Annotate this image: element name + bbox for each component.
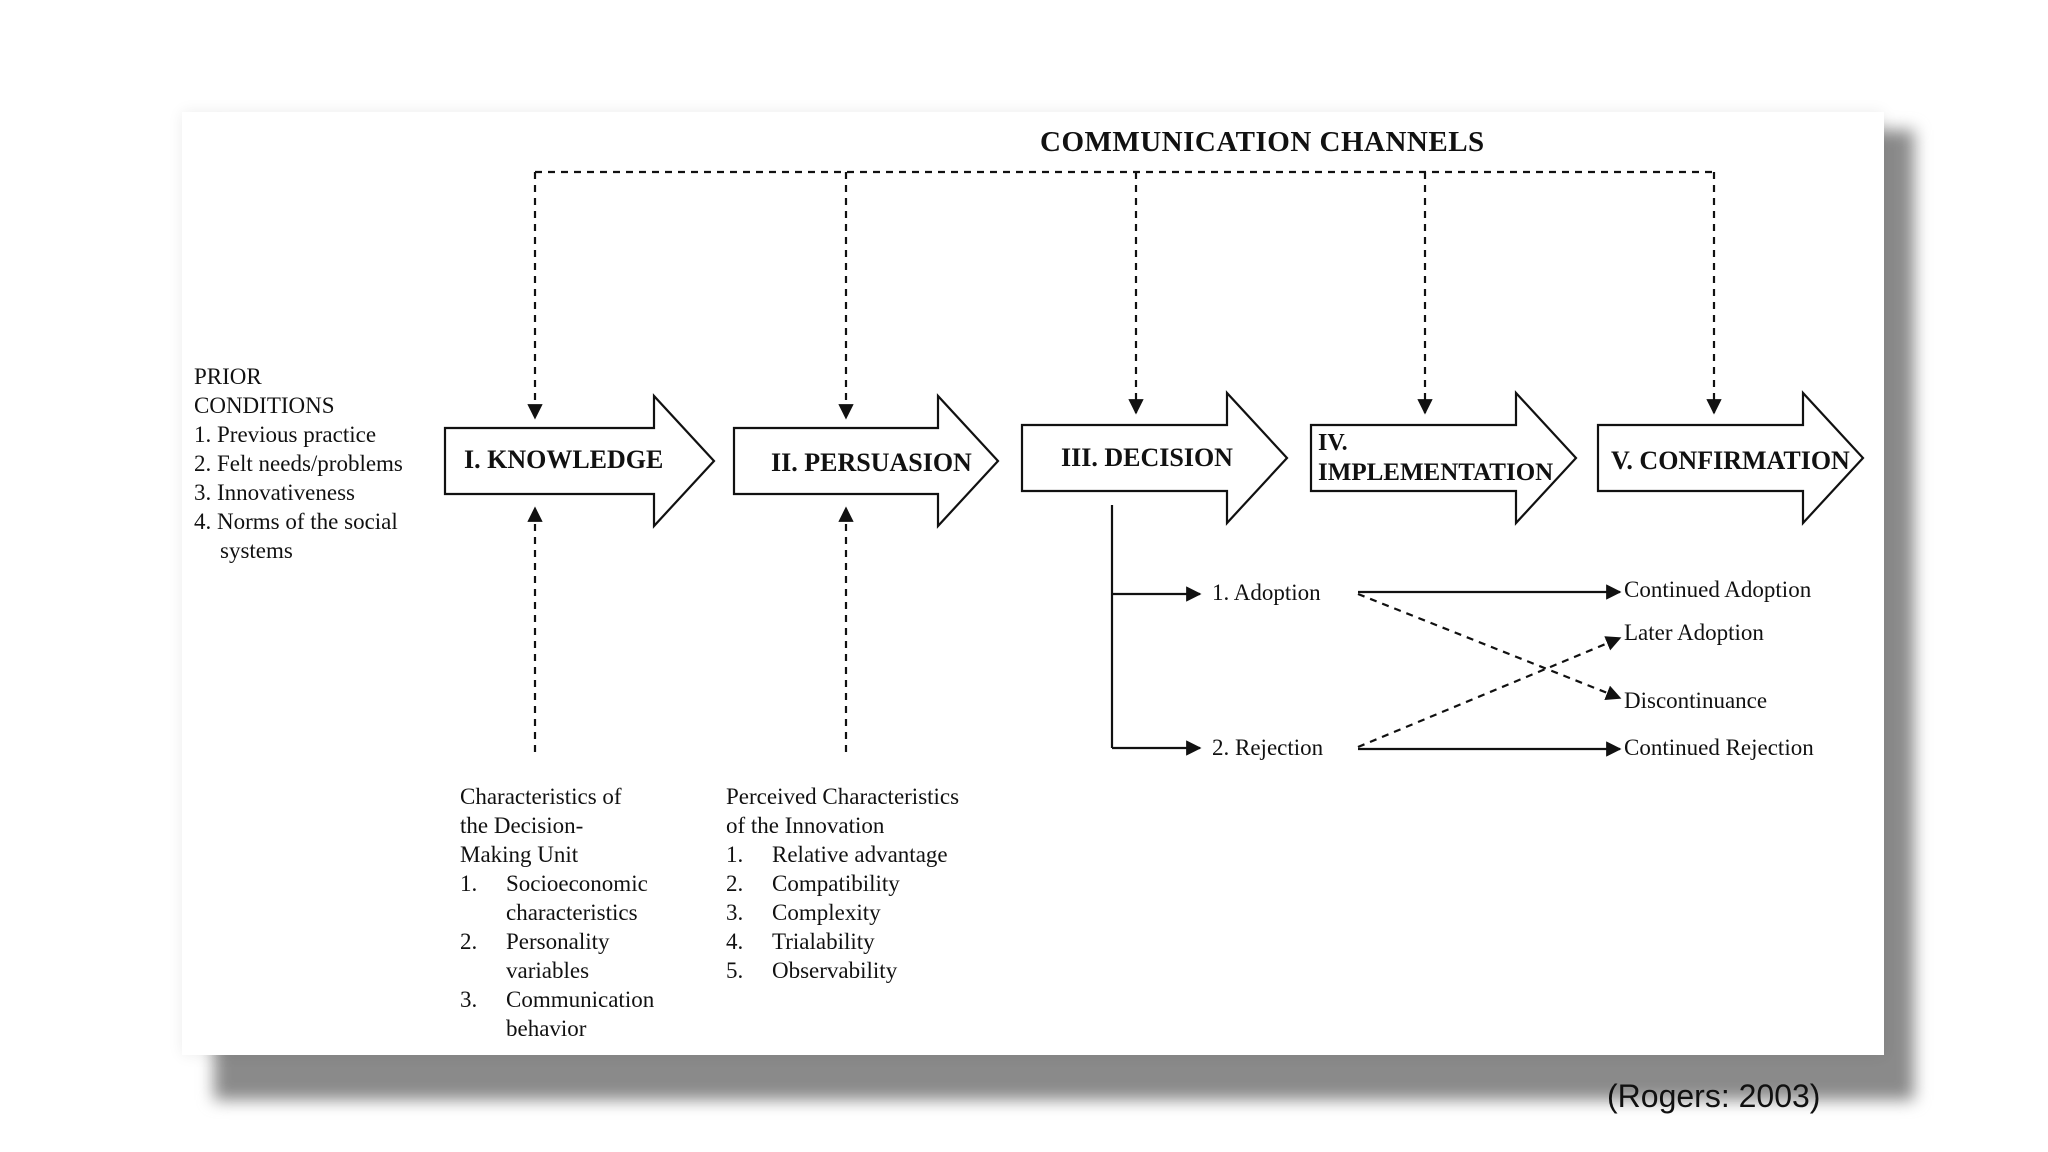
list-item-number: 1. <box>460 871 478 896</box>
list-item-number: 2. <box>460 929 478 954</box>
innovation-characteristics: Perceived Characteristics of the Innovat… <box>726 782 959 985</box>
adoption-label: 1. Adoption <box>1212 580 1321 605</box>
communication-channels-lines <box>527 170 1722 420</box>
rejection-label: 2. Rejection <box>1212 735 1324 760</box>
list-item-text: Observability <box>772 958 898 983</box>
stage-arrow-decision <box>1020 390 1289 526</box>
communication-channels-title: COMMUNICATION CHANNELS <box>1040 126 1485 158</box>
list-item-text: Complexity <box>772 900 881 925</box>
decision-unit-heading: Making Unit <box>460 842 579 867</box>
citation: (Rogers: 2003) <box>1607 1078 1821 1114</box>
list-item-text: Communication behavior <box>506 987 655 1041</box>
stage-arrow-implementation <box>1309 390 1578 526</box>
list-item: 2. Compatibility <box>726 869 959 898</box>
decision-unit-heading: Characteristics of <box>460 784 622 809</box>
list-item: 1. Relative advantage <box>726 840 959 869</box>
stage-label-decision: III. DECISION <box>1061 443 1233 472</box>
stage-arrow-knowledge <box>443 393 716 529</box>
later-adoption-label: Later Adoption <box>1624 620 1764 645</box>
list-item: 3. Complexity <box>726 898 959 927</box>
list-item-text: Trialability <box>772 929 875 954</box>
prior-condition-item: 1. Previous practice <box>194 422 377 447</box>
list-item-number: 1. <box>726 842 744 867</box>
list-item-text: Personality variables <box>506 929 610 983</box>
innovation-heading: of the Innovation <box>726 813 885 838</box>
stage-arrow-confirmation <box>1596 390 1865 526</box>
later-adoption-arrow <box>1357 636 1622 749</box>
list-item-text: Socioeconomic characteristics <box>506 871 648 925</box>
prior-condition-item-cont: systems <box>220 538 293 563</box>
prior-condition-item: 3. Innovativeness <box>194 480 355 505</box>
list-item: 4. Trialability <box>726 927 959 956</box>
list-item-number: 4. <box>726 929 744 954</box>
list-item-number: 3. <box>460 987 478 1012</box>
stage-label-implementation-num: IV. <box>1318 430 1348 456</box>
stage-label-knowledge: I. KNOWLEDGE <box>464 445 664 474</box>
decision-unit-heading: the Decision- <box>460 813 584 838</box>
discontinuance-arrow <box>1357 592 1622 701</box>
stage-label-confirmation: V. CONFIRMATION <box>1611 446 1850 475</box>
list-item-number: 2. <box>726 871 744 896</box>
list-item-number: 3. <box>726 900 744 925</box>
prior-conditions-heading-1: PRIOR <box>194 364 262 389</box>
discontinuance-label: Discontinuance <box>1624 688 1768 713</box>
list-item-number: 5. <box>726 958 744 983</box>
stage-label-implementation: IMPLEMENTATION <box>1318 459 1554 486</box>
list-item: 3. Communication behavior <box>460 985 690 1043</box>
prior-conditions-heading-2: CONDITIONS <box>194 393 335 418</box>
innovation-heading: Perceived Characteristics <box>726 784 960 809</box>
list-item: 2. Personality variables <box>460 927 690 985</box>
list-item: 5. Observability <box>726 956 959 985</box>
prior-condition-item: 2. Felt needs/problems <box>194 451 403 476</box>
decision-unit-characteristics: Characteristics of the Decision- Making … <box>460 782 690 1043</box>
list-item: 1. Socioeconomic characteristics <box>460 869 690 927</box>
list-item-text: Compatibility <box>772 871 900 896</box>
diagram-panel <box>182 112 1884 1055</box>
prior-conditions: PRIOR CONDITIONS 1. Previous practice 2.… <box>194 362 403 565</box>
continued-rejection-label: Continued Rejection <box>1624 735 1814 760</box>
stage-label-persuasion: II. PERSUASION <box>771 448 972 477</box>
list-item-text: Relative advantage <box>772 842 948 867</box>
prior-condition-item: 4. Norms of the social <box>194 509 398 534</box>
stage-arrow-persuasion <box>732 393 1000 529</box>
continued-adoption-label: Continued Adoption <box>1624 577 1812 602</box>
